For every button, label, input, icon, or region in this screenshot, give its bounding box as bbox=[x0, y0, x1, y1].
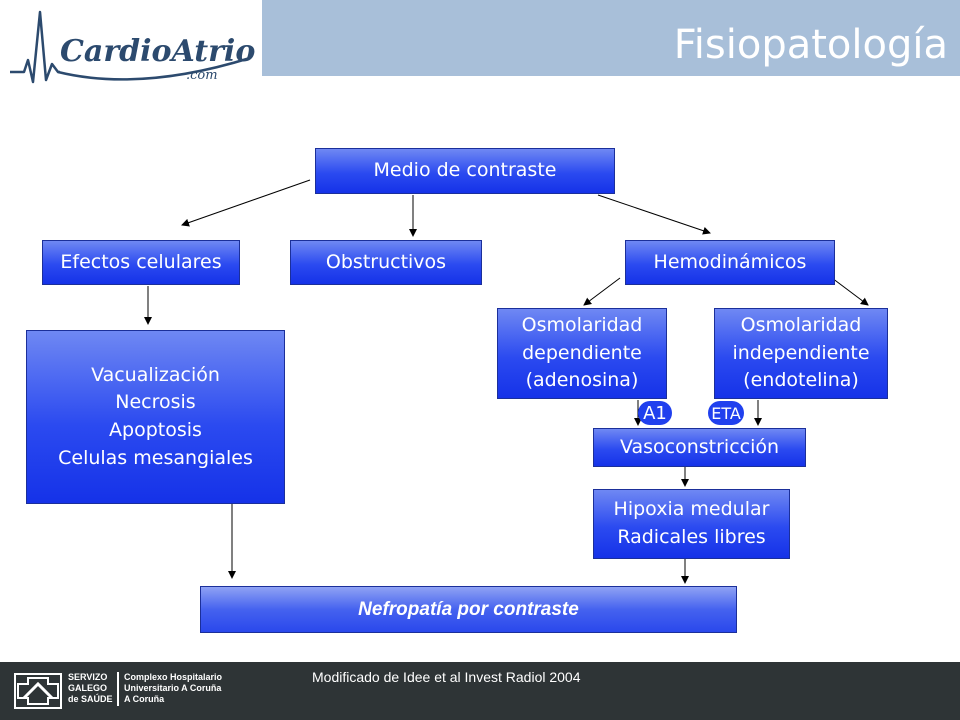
institution-divider bbox=[117, 672, 119, 706]
root-node: Medio de contraste bbox=[315, 148, 615, 194]
logo-brand: CardioAtrio bbox=[60, 34, 256, 69]
institution-line-1: SERVIZO bbox=[68, 672, 108, 682]
osmolarity-dependent-node: Osmolaridad dependiente (adenosina) bbox=[497, 308, 667, 399]
footer-bar bbox=[0, 662, 960, 720]
institution-line-5: Universitario A Coruña bbox=[124, 683, 222, 693]
institution-line-2: GALEGO bbox=[68, 683, 108, 693]
outcome-node: Nefropatía por contraste bbox=[200, 586, 737, 633]
cellular-mechanisms-node: Vacualización Necrosis Apoptosis Celulas… bbox=[26, 330, 285, 504]
institution-line-6: A Coruña bbox=[124, 694, 165, 704]
page-title: Fisiopatología bbox=[673, 22, 948, 68]
hypoxia-node: Hipoxia medular Radicales libres bbox=[593, 489, 790, 559]
cellular-effects-node: Efectos celulares bbox=[42, 240, 240, 285]
arrow-root-to-hemodynamic bbox=[597, 194, 711, 235]
institution-logo: SERVIZO GALEGO de SAÚDE Complexo Hospita… bbox=[0, 662, 230, 720]
eta-receptor-badge: ETA bbox=[708, 401, 744, 425]
vasoconstriction-node: Vasoconstricción bbox=[593, 428, 806, 467]
logo-suffix: .com bbox=[186, 68, 218, 83]
arrow-hemo-to-independent bbox=[831, 277, 869, 306]
a1-receptor-badge: A1 bbox=[638, 401, 672, 425]
heartbeat-icon bbox=[10, 10, 251, 84]
institution-line-3: de SAÚDE bbox=[68, 694, 113, 704]
arrow-root-to-cellular bbox=[181, 179, 311, 227]
hemodynamic-node: Hemodinámicos bbox=[625, 240, 835, 285]
arrow-hemo-to-dependent bbox=[583, 277, 621, 306]
cross-emblem-icon bbox=[14, 673, 62, 709]
osmolarity-independent-node: Osmolaridad independiente (endotelina) bbox=[714, 308, 888, 399]
logo: CardioAtrio .com bbox=[0, 0, 262, 90]
citation: Modificado de Idee et al Invest Radiol 2… bbox=[312, 669, 581, 685]
obstructive-node: Obstructivos bbox=[290, 240, 482, 285]
institution-line-4: Complexo Hospitalario bbox=[124, 672, 223, 682]
